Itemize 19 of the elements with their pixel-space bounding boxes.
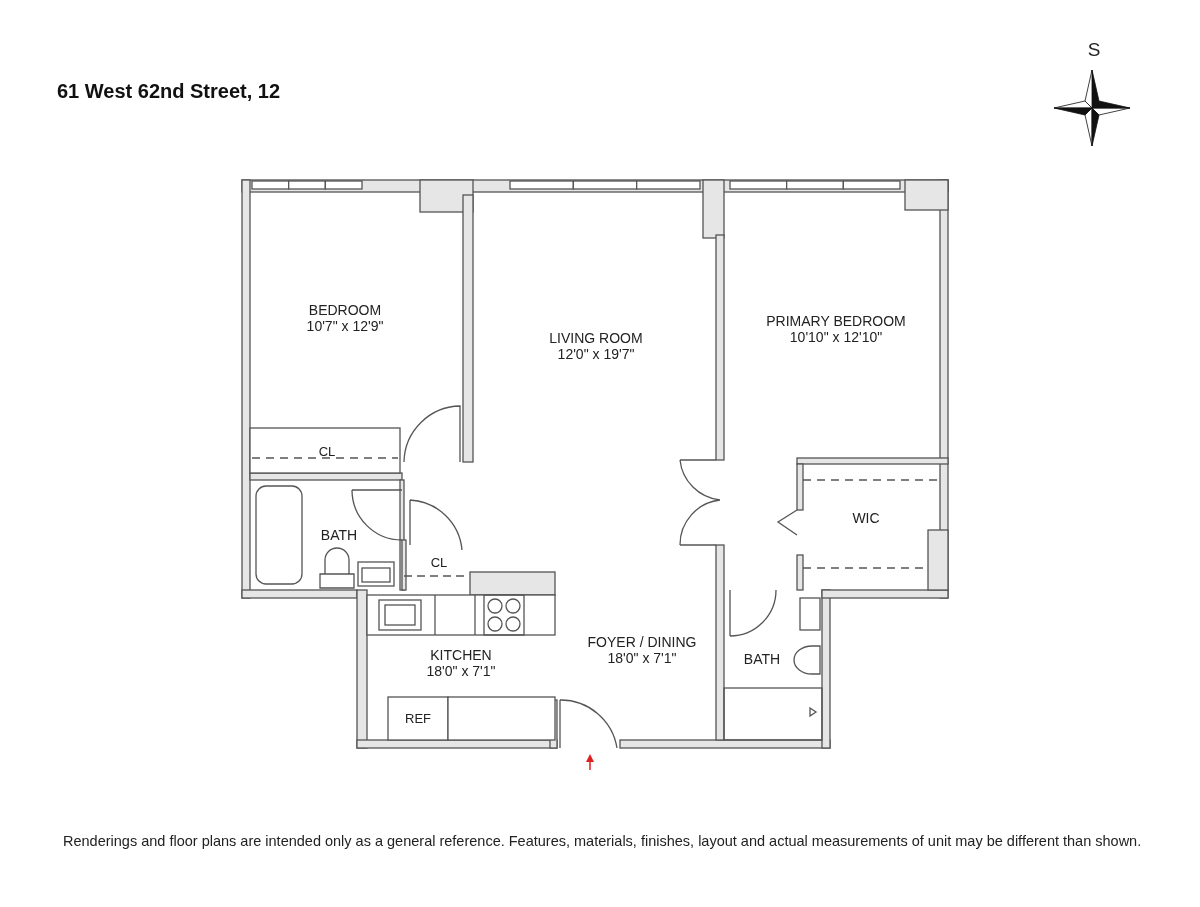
room-label: PRIMARY BEDROOM: [766, 314, 906, 328]
room-label: REF: [405, 712, 431, 725]
compass-direction: S: [1087, 40, 1101, 59]
room-label: CL: [318, 445, 336, 458]
room-label: BATH: [743, 652, 781, 666]
room-label: FOYER / DINING: [587, 635, 697, 649]
room-label: BEDROOM: [308, 303, 382, 317]
room-label: CL: [430, 556, 448, 569]
room-label: WIC: [852, 511, 880, 525]
room-label: LIVING ROOM: [549, 331, 643, 345]
room-label: 18'0" x 7'1": [426, 664, 496, 678]
room-label: 10'10" x 12'10": [789, 330, 883, 344]
room-label: 18'0" x 7'1": [607, 651, 677, 665]
room-label: 12'0" x 19'7": [557, 347, 635, 361]
disclaimer-caption: Renderings and floor plans are intended only as a general reference. Features, materials, finishes, layout and actual measurements of unit may be different than shown.: [63, 832, 1143, 851]
title: 61 West 62nd Street, 12: [57, 80, 281, 103]
room-label: BATH: [320, 528, 358, 542]
room-label: 10'7" x 12'9": [306, 319, 384, 333]
room-label: KITCHEN: [430, 648, 492, 662]
